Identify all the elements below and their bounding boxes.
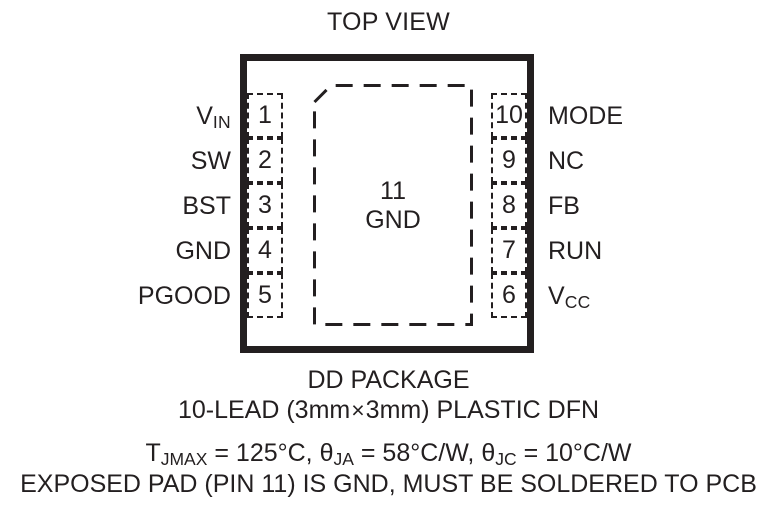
tjmax-symbol: T xyxy=(145,439,161,467)
pin-box-5[interactable]: 5 xyxy=(247,273,283,318)
pin-label-nc-main: NC xyxy=(548,147,585,175)
pin-label-vin-main: V xyxy=(196,102,213,130)
caption-block: DD PACKAGE 10-LEAD (3mm×3mm) PLASTIC DFN… xyxy=(0,366,777,499)
pin-label-sw: SW xyxy=(191,148,231,174)
package-name-line: DD PACKAGE xyxy=(0,366,777,395)
exposed-pad-pin-number: 11 xyxy=(380,177,406,205)
tjmax-value: = 125°C, xyxy=(207,439,320,467)
pin-label-vin: VIN xyxy=(196,102,231,133)
pin-label-run: RUN xyxy=(548,238,602,264)
exposed-pad-net-name: GND xyxy=(365,206,421,234)
pin-label-bst-main: BST xyxy=(182,192,231,220)
pin-box-6[interactable]: 6 xyxy=(491,273,527,318)
pin-label-vin-sub: IN xyxy=(212,112,231,133)
pin-box-1[interactable]: 1 xyxy=(247,93,283,138)
pin-label-vcc: VCC xyxy=(548,282,591,313)
exposed-pad-label: 11 GND xyxy=(313,177,473,235)
lead-count-line: 10-LEAD (3mm×3mm) PLASTIC DFN xyxy=(0,396,777,425)
page-title: TOP VIEW xyxy=(327,8,450,36)
pin-label-gnd: GND xyxy=(175,238,231,264)
theta-ja-value: = 58°C/W, xyxy=(353,439,482,467)
multiply-icon: × xyxy=(351,397,365,423)
pin-label-gnd-main: GND xyxy=(175,237,231,265)
theta-jc-subscript: JC xyxy=(495,449,517,470)
pin-label-bst: BST xyxy=(182,193,231,219)
lead-count-text-b: 3mm) PLASTIC DFN xyxy=(365,396,600,424)
tjmax-subscript: JMAX xyxy=(160,449,208,470)
pin-label-fb: FB xyxy=(548,193,580,219)
pin-label-pgood-main: PGOOD xyxy=(137,282,231,310)
pin-box-4[interactable]: 4 xyxy=(247,228,283,273)
pin-label-sw-main: SW xyxy=(190,147,231,175)
thermal-spec-line: TJMAX = 125°C, θJA = 58°C/W, θJC = 10°C/… xyxy=(0,439,777,470)
pin-label-vcc-sub: CC xyxy=(564,292,591,313)
pin-box-10[interactable]: 10 xyxy=(491,93,527,138)
exposed-pad-note-line: EXPOSED PAD (PIN 11) IS GND, MUST BE SOL… xyxy=(0,470,777,499)
pin-box-9[interactable]: 9 xyxy=(491,138,527,183)
exposed-pad-note-text: EXPOSED PAD (PIN 11) IS GND, MUST BE SOL… xyxy=(20,470,757,498)
theta-ja-symbol: θ xyxy=(319,439,334,467)
pin-label-mode-main: MODE xyxy=(548,102,623,130)
pin-label-pgood: PGOOD xyxy=(138,283,231,309)
package-name-text: DD PACKAGE xyxy=(307,366,470,394)
pin-label-fb-main: FB xyxy=(548,192,580,220)
pin-box-7[interactable]: 7 xyxy=(491,228,527,273)
pin-label-vcc-main: V xyxy=(548,282,565,310)
lead-count-text-a: 10-LEAD (3mm xyxy=(177,396,351,424)
pin-label-mode: MODE xyxy=(548,103,623,129)
theta-ja-subscript: JA xyxy=(333,449,354,470)
pin-box-8[interactable]: 8 xyxy=(491,183,527,228)
pin-label-nc: NC xyxy=(548,148,584,174)
theta-jc-value: = 10°C/W xyxy=(516,439,632,467)
pin-box-3[interactable]: 3 xyxy=(247,183,283,228)
pin-box-2[interactable]: 2 xyxy=(247,138,283,183)
theta-jc-symbol: θ xyxy=(481,439,496,467)
pin-label-run-main: RUN xyxy=(548,237,603,265)
